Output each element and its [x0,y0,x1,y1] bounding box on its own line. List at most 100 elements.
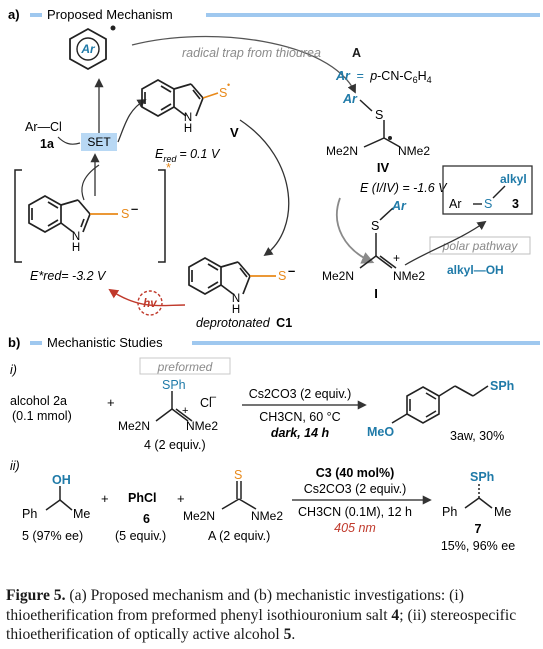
excited-h: H [72,242,80,254]
salt-4-minus: – [210,391,217,403]
i-ar: Ar [391,199,407,213]
row-i-alcohol: alcohol 2a [10,394,67,408]
v-s: S [219,86,227,100]
c1-minus: – [288,263,295,278]
product-3aw-label: 3aw, 30% [450,429,504,443]
iv-s: S [375,108,383,122]
row-i-amount: (0.1 mmol) [12,409,72,423]
aryl-radical: Ar [69,25,116,71]
alcohol-5-me: Me [73,507,90,521]
phcl-equiv: (5 equiv.) [115,529,166,543]
preformed-box [139,357,231,375]
product-3aw-meo: MeO [367,425,394,439]
product-7 [464,484,493,509]
iv-ar: Ar [342,92,358,106]
row-i-cond2: CH3CN, 60 °C [259,410,340,424]
product-7-ph: Ph [442,505,457,519]
v-id: V [230,125,239,140]
panel-b-label: b) [8,335,20,350]
row-ii-num: ii) [10,459,20,473]
caption-mid: ; (ii) stereospecific thioetherification… [6,606,517,644]
thiourea-left: Me2N [183,509,215,523]
row-ii-cond3: CH3CN (0.1M), 12 h [298,505,412,519]
c1-s: S [278,269,286,283]
aryl-ring-label: Ar [80,42,96,56]
salt-4-cl: Cl [200,396,212,410]
row-i-num: i) [10,363,17,377]
iv-to-i-arrow [335,197,375,264]
radical-dot [110,25,116,31]
iv-id: IV [377,160,390,175]
panel-b-title: Mechanistic Studies [47,335,163,350]
set-box [81,133,117,151]
caption-text: (a) Proposed mechanism and (b) mechanist… [6,587,464,624]
product-7-id: 7 [475,522,482,536]
polar-pathway-label: polar pathway [442,239,519,253]
figure-caption: Figure 5. (a) Proposed mechanism and (b)… [6,586,536,645]
salt-4-bonds [155,391,193,422]
c1-label: deprotonated C1 [196,316,292,330]
product-3aw-sph: SPh [490,379,514,393]
row-i-cond1: Cs2CO3 (2 equiv.) [249,387,352,401]
i-plus: + [393,251,400,265]
v-radical-dot: • [227,80,230,90]
alcohol-5 [45,486,73,511]
excited-minus: – [131,201,138,216]
arcl-to-set-arrow [57,136,81,145]
excited-nh: N [72,231,80,243]
iv-left: Me2N [326,144,358,158]
alcohol-5-label: 5 (97% ee) [22,529,83,543]
phcl: PhCl [128,491,156,505]
product-3aw [391,385,489,424]
caption-salt-id: 4 [391,606,400,624]
polar-pathway-box [429,236,531,255]
salt-4-right: NMe2 [186,419,218,433]
product-7-sph: SPh [470,470,494,484]
product-7-yield: 15%, 96% ee [441,539,515,553]
panel-a-label: a) [8,7,20,22]
preformed-label: preformed [157,360,213,374]
iv-radical-dot [388,136,392,140]
ar-definition: Ar = p-CN-C6H4 [335,69,432,85]
i-left: Me2N [322,269,354,283]
salt-4-plus: + [182,405,188,417]
excited-s: S [121,207,129,221]
row-i-plus: + [107,395,115,410]
row-ii-cond1: C3 (40 mol%) [316,466,395,480]
thiourea-right: NMe2 [251,509,283,523]
i-id: I [374,286,378,301]
alkyl-oh: alkyl—OH [447,263,504,277]
deprotonated-c1 [188,257,276,295]
caption-end: . [291,626,296,643]
intermediate-i [359,207,397,269]
phcl-id: 6 [143,512,150,526]
ar-cl: Ar—Cl [25,120,62,134]
product-3-ar: Ar [449,197,462,211]
row-ii-cond4: 405 nm [334,521,376,535]
alcohol-5-ph: Ph [22,507,37,521]
salt-4-sph: SPh [162,378,186,392]
i-right: NMe2 [393,269,425,283]
hv-label: hv [143,298,157,310]
thiourea-s: S [234,468,242,482]
product-3-alkyl: alkyl [500,172,527,186]
product-3-s: S [484,197,492,211]
c1-nh: N [232,293,240,305]
product-3-id: 3 [512,197,519,211]
set-to-v-arrow [117,99,147,143]
iv-right: NMe2 [398,144,430,158]
intermediate-iv [359,99,401,148]
set-arc-up [81,164,100,201]
intermediate-v [141,79,219,117]
excited-c1 [28,195,118,233]
set-label: SET [87,135,111,149]
caption-label: Figure 5. [6,587,66,604]
salt-4-reagent: 4 (2 equiv.) [144,438,206,452]
v-ered: Ered= 0.1 V [155,147,221,164]
figure-5-scheme: a) Proposed Mechanism Ar radical trap fr… [8,7,540,553]
panel-a-title: Proposed Mechanism [47,7,173,22]
row-ii-cond2: Cs2CO3 (2 equiv.) [304,482,407,496]
caption-alcohol-id: 5 [283,626,292,643]
v-to-c1-arrow [239,119,290,257]
row-ii-plus2: + [177,491,185,506]
